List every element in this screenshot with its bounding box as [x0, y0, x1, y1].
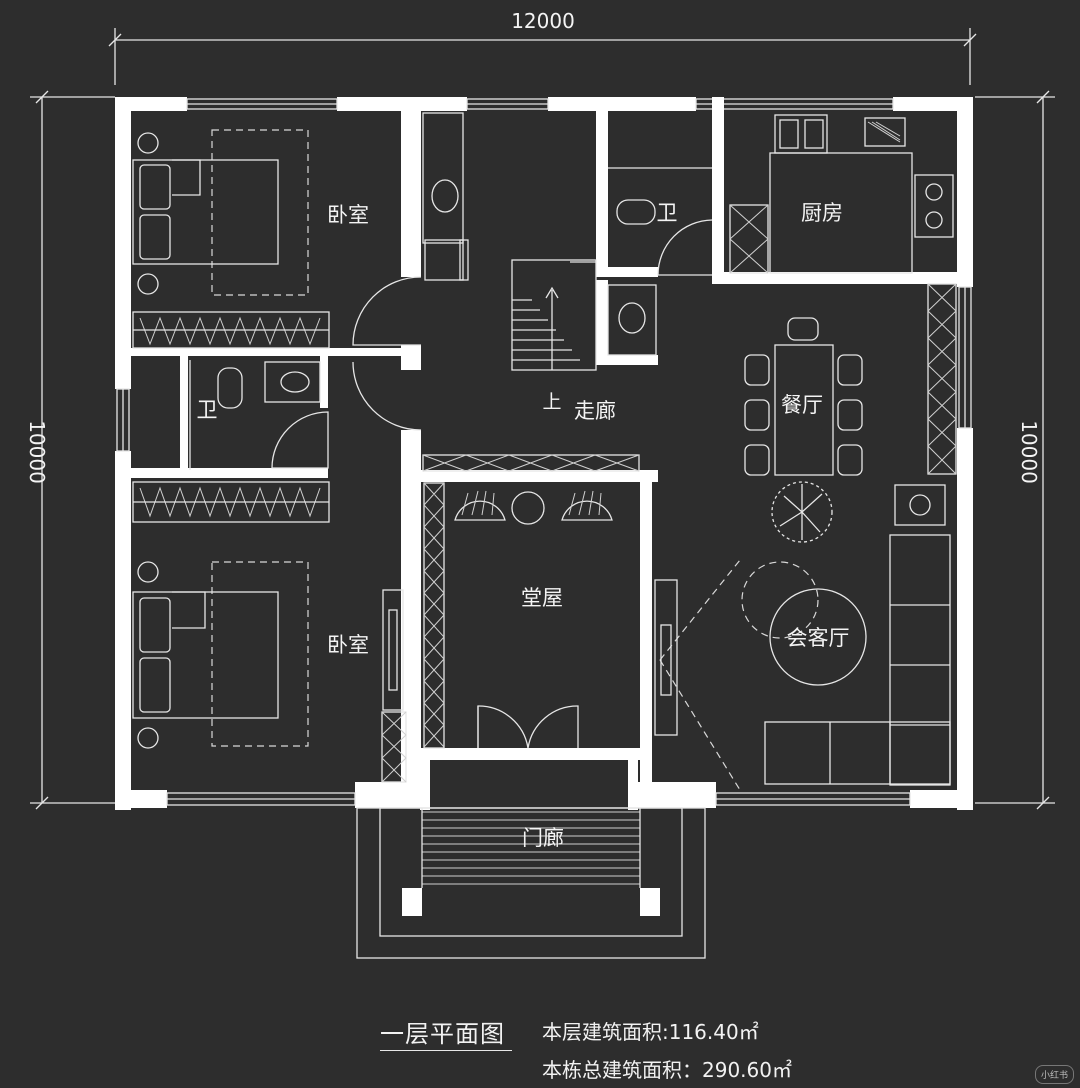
hall-furniture	[454, 490, 613, 525]
dimension-depth-right-label: 10000	[1017, 420, 1041, 484]
bed-north	[132, 129, 309, 296]
room-label-bath-west: 卫	[197, 398, 218, 422]
room-label-bath-east: 卫	[657, 201, 678, 225]
room-label-living-room: 会客厅	[787, 626, 850, 650]
dining-table	[744, 317, 863, 476]
room-label-bedroom-north: 卧室	[327, 203, 369, 227]
corridor-vanity	[422, 112, 469, 281]
stairs	[511, 259, 597, 371]
room-label-bedroom-south: 卧室	[327, 633, 369, 657]
interior-walls	[131, 97, 957, 810]
wardrobe-south	[132, 481, 330, 523]
floor-area-text: 本层建筑面积:116.40㎡	[542, 1020, 759, 1044]
room-label-dining: 餐厅	[781, 393, 823, 417]
tree-icon	[771, 481, 833, 543]
title-block: 一层平面图 本层建筑面积:116.40㎡ 本栋总建筑面积：290.60㎡	[380, 1010, 1080, 1088]
dimension-top	[108, 28, 977, 85]
dimension-depth-left-label: 10000	[25, 420, 49, 484]
room-label-kitchen: 厨房	[801, 201, 843, 225]
dimension-left	[30, 90, 115, 810]
bed-south	[132, 561, 309, 749]
watermark-badge: 小红书	[1034, 1065, 1074, 1084]
doors	[271, 219, 741, 791]
cabinets	[381, 204, 957, 783]
wardrobe-north	[132, 311, 330, 349]
room-label-main-hall: 堂屋	[521, 586, 563, 610]
dimension-right	[975, 90, 1055, 810]
plan-title-underline	[380, 1050, 512, 1051]
bath-west-fixtures	[189, 360, 321, 470]
room-label-porch: 门廊	[522, 826, 564, 850]
porch	[356, 807, 706, 959]
dimension-width-label: 12000	[511, 9, 575, 33]
exterior-walls	[115, 97, 973, 810]
living-furniture	[654, 484, 951, 786]
room-label-stair-up: 上	[542, 391, 561, 413]
bath-east-fixtures	[607, 167, 712, 356]
windows	[116, 98, 972, 806]
total-area-text: 本栋总建筑面积：290.60㎡	[542, 1058, 792, 1082]
kitchen-fixtures	[769, 114, 954, 274]
plan-title: 一层平面图	[380, 1020, 505, 1048]
room-label-corridor: 走廊	[574, 399, 616, 423]
